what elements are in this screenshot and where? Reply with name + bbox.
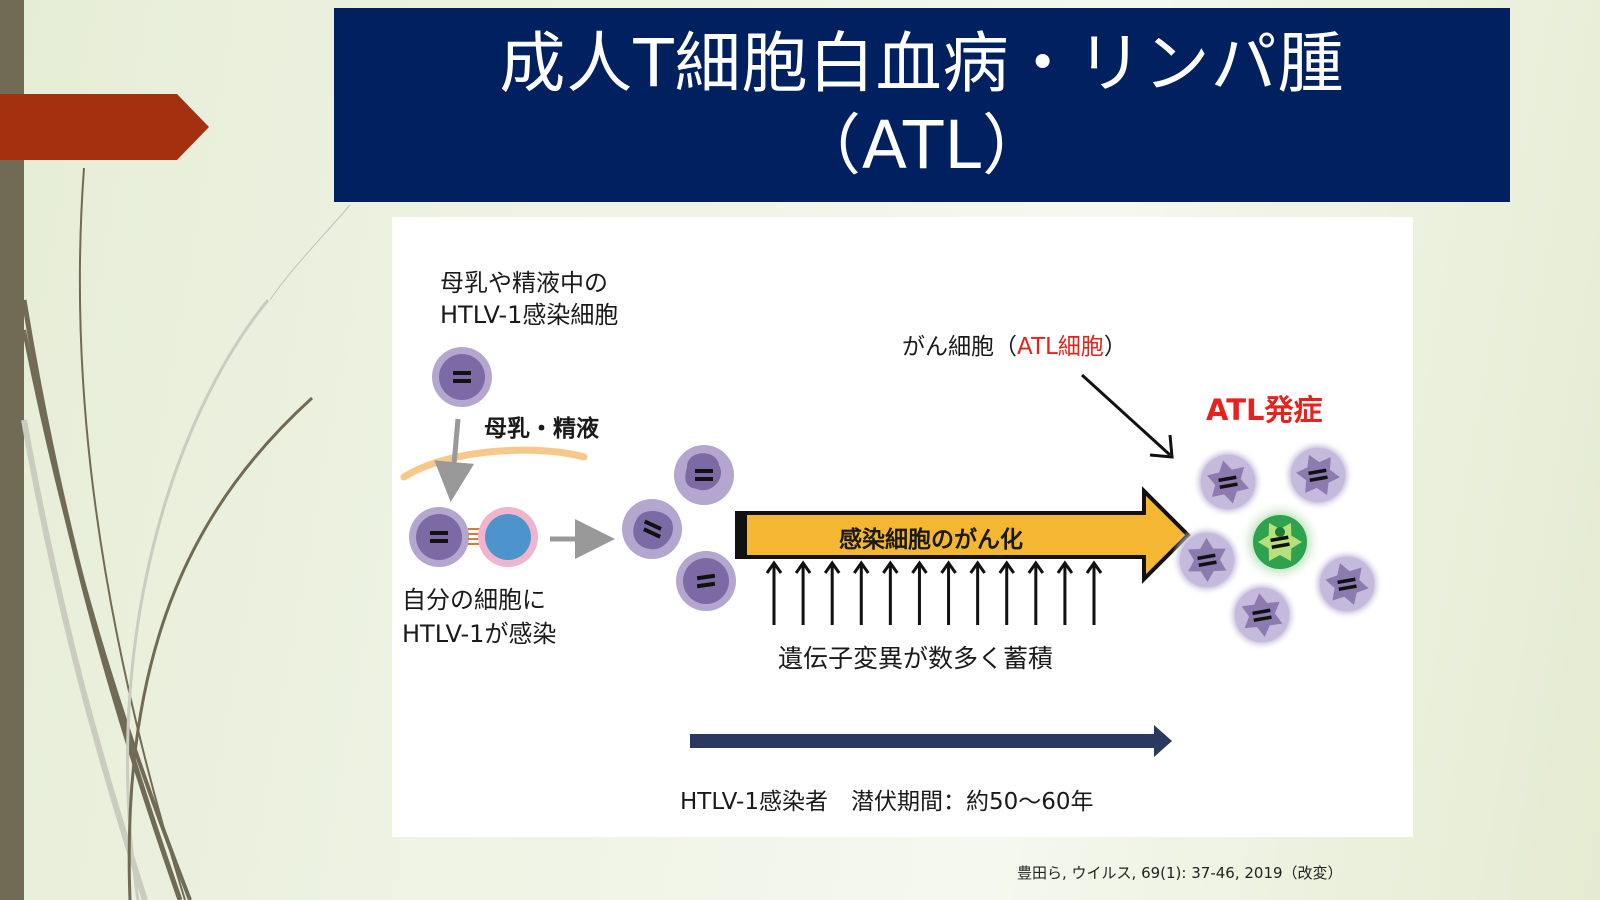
transmission-arrow: [434, 418, 475, 502]
mutation-arrow: [853, 560, 870, 625]
infecting-cell: [409, 507, 469, 567]
oncogenesis-arrow: [735, 486, 1191, 584]
infection-label: 自分の細胞に HTLV-1が感染: [402, 583, 556, 651]
atl-progression-diagram: [400, 347, 1383, 757]
latency-timeline-arrow: [690, 725, 1172, 757]
source-label-line-2: HTLV-1感染細胞: [440, 301, 619, 329]
mutation-arrow: [882, 560, 899, 625]
mutation-label: 遺伝子変異が数多く蓄積: [778, 644, 1054, 673]
cancer-cell-pointer-arrow: [1080, 373, 1174, 459]
decorative-grass-strokes: [21, 167, 351, 900]
infected-clone-cell: [674, 445, 734, 505]
atl-cell-highlighted: [1238, 500, 1322, 584]
mutation-arrow: [765, 560, 783, 625]
mutation-arrow: [823, 560, 841, 625]
diagram-panel: 母乳や精液中の HTLV-1感染細胞 母乳・精液 自分の細胞に HTLV-1が感…: [392, 217, 1413, 837]
slide-title: 成人T細胞白血病・リンパ腫 （ATL）: [334, 8, 1510, 202]
oncogenesis-label: 感染細胞のがん化: [839, 527, 1023, 553]
cancer-cell-label: がん細胞（ATL細胞）: [902, 327, 1127, 361]
latency-period-label: HTLV-1感染者 潜伏期間：約50～60年: [680, 789, 1094, 815]
mutation-arrow: [998, 560, 1015, 625]
mutation-arrow: [940, 560, 957, 625]
mutation-arrow: [1085, 560, 1103, 625]
infected-clone-cell: [676, 551, 736, 611]
route-label: 母乳・精液: [484, 416, 599, 442]
title-line-2: （ATL）: [794, 107, 1050, 184]
mutation-arrows: [765, 560, 1103, 625]
mutation-arrow: [969, 560, 986, 625]
mutation-arrow: [1027, 560, 1045, 625]
source-cell-label: 母乳や精液中の HTLV-1感染細胞: [440, 267, 618, 331]
atl-cell-cluster: [1171, 439, 1383, 651]
atl-cell: [1226, 579, 1298, 651]
infected-clone-cell: [622, 499, 682, 559]
atl-cell: [1311, 548, 1383, 620]
citation: 豊田ら, ウイルス, 69(1): 37-46, 2019（改変）: [1017, 864, 1343, 882]
infection-label-line-2: HTLV-1が感染: [402, 620, 557, 648]
source-label-line-1: 母乳や精液中の: [440, 269, 608, 297]
atl-cell: [1282, 439, 1354, 511]
title-line-1: 成人T細胞白血病・リンパ腫: [499, 25, 1345, 102]
section-marker-arrow: [0, 94, 209, 160]
mucosa-barrier: [400, 446, 588, 481]
synapse-lines: [468, 528, 480, 545]
infected-cell-source: [432, 347, 492, 407]
cancer-cell-label-suffix: ）: [1103, 334, 1127, 360]
mutation-arrow: [794, 560, 812, 625]
atl-cell: [1192, 446, 1264, 518]
infection-label-line-1: 自分の細胞に: [402, 586, 546, 614]
mutation-arrow: [911, 560, 928, 625]
atl-onset-label: ATL発症: [1206, 393, 1323, 427]
host-cell: [478, 507, 538, 567]
mutation-arrow: [1056, 560, 1074, 625]
atl-cell: [1171, 524, 1243, 596]
cancer-cell-label-highlight: ATL細胞: [1017, 334, 1104, 360]
cancer-cell-label-prefix: がん細胞（: [902, 334, 1017, 360]
